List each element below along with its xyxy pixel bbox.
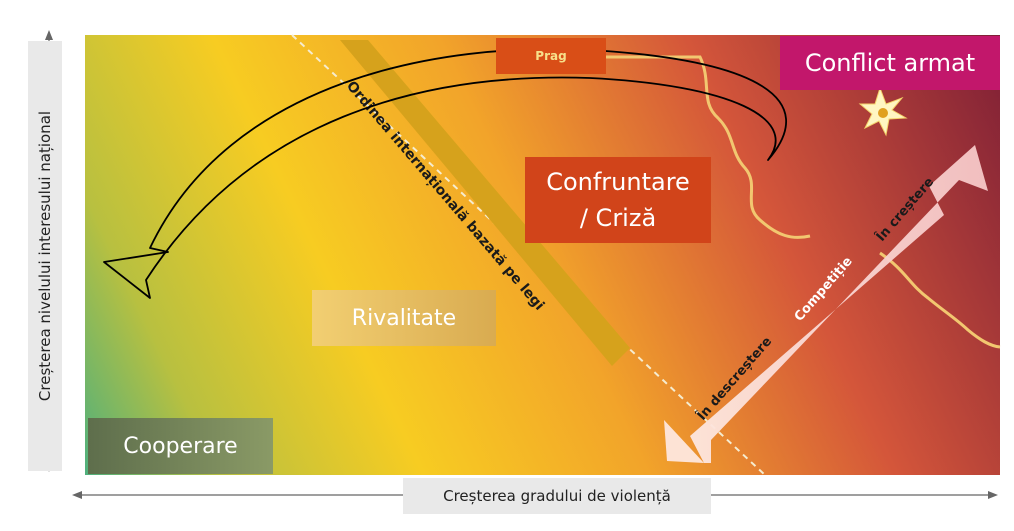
confrontation-box: Confruntare/ Criză	[525, 157, 711, 243]
cooperation-box: Cooperare	[88, 418, 273, 474]
rivalry-label: Rivalitate	[351, 305, 457, 331]
y-axis-label: Creșterea nivelului interesului național	[28, 41, 62, 471]
threshold-line-lower	[879, 251, 1001, 349]
armed-conflict-box: Conflict armat	[780, 36, 1000, 90]
cooperation-label: Cooperare	[123, 433, 238, 459]
threshold-label: Prag	[535, 49, 567, 63]
rivalry-box: Rivalitate	[312, 290, 496, 346]
armed-conflict-label: Conflict armat	[804, 49, 976, 77]
curved-arrow	[103, 48, 787, 299]
explosion-core	[878, 108, 888, 118]
threshold-line	[606, 55, 811, 239]
confrontation-label: Confruntare/ Criză	[546, 168, 690, 232]
x-axis-label: Creșterea gradului de violență	[403, 478, 711, 514]
threshold-box: Prag	[496, 38, 606, 74]
